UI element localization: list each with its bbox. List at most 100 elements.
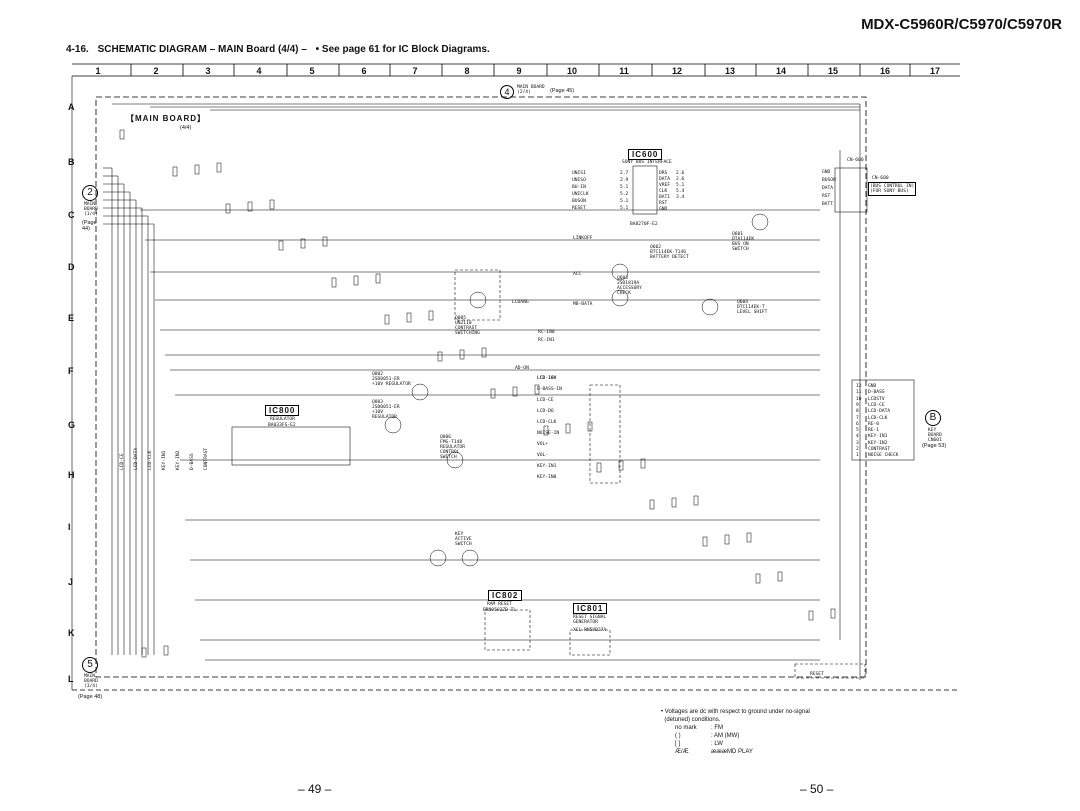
right-ref-label: KEY BOARD CN601 — [928, 428, 942, 443]
legend-mark: no mark — [675, 725, 697, 731]
grid-col-16: 16 — [879, 66, 890, 76]
ic-note: • See page 61 for IC Block Diagrams. — [315, 44, 490, 55]
grid-col-10: 10 — [566, 66, 577, 76]
key-conn-signal: KEY-IN1 — [868, 434, 888, 440]
ic600-rpin-data: DATA — [659, 177, 671, 182]
grid-row-C: C — [68, 210, 75, 220]
left-bus-signal: LCD-CLK — [148, 450, 153, 470]
ref-circle-2: 2 — [82, 185, 98, 201]
voltage-legend: • Voltages are dc with respect to ground… — [661, 708, 881, 756]
left-bus-signal: KEY-IN1 — [162, 450, 167, 470]
net-label: RC-IN0 — [538, 330, 555, 335]
ic800-label: IC800 — [265, 405, 300, 416]
key-conn-signal: D-BASS — [868, 390, 885, 396]
ic600-pin-voltage: 5.1 — [620, 206, 629, 211]
ic600-rpin-bati: BATI — [659, 195, 671, 200]
transistor-label: Q602 BTC114EK-T146 BATTERY DETECT — [650, 245, 689, 260]
grid-col-12: 12 — [671, 66, 682, 76]
legend-meaning: : AM (MW) — [711, 733, 740, 739]
ic600-rpin-voltage: 5.1 — [676, 183, 685, 188]
key-conn-signal: LCD-DATA — [868, 409, 891, 415]
key-conn-signal: NOISE CHECK — [868, 453, 899, 459]
key-conn-pin: 12 — [856, 384, 862, 389]
key-conn-pin: 6 — [856, 421, 859, 427]
ic801-label: IC801 — [573, 603, 608, 614]
key-conn-pin: 5 — [856, 428, 859, 434]
transistor-label: KEY ACTIVE SWITCH — [455, 532, 472, 547]
ic801-part: XCL-RN5VD27A — [573, 628, 607, 633]
key-conn-signal: LCDSTV — [868, 396, 885, 402]
top-ref-label: MAIN BOARD (2/4) — [517, 85, 545, 95]
net-label: AD-ON — [515, 366, 529, 371]
board-title: 【MAIN BOARD】 — [126, 114, 206, 123]
ic801-desc: RESET SIGNAL GENERATOR — [573, 615, 607, 625]
legend-meaning: : LW — [711, 741, 723, 747]
ic802-part: BRN9502ZD-TL — [483, 608, 517, 613]
cn600-line-data: DATA — [822, 186, 834, 191]
signal-label: KEY-IN1 — [537, 464, 557, 469]
key-conn-pin: 11 — [856, 390, 862, 396]
grid-col-6: 6 — [361, 66, 367, 76]
grid-col-11: 11 — [619, 66, 629, 76]
legend-meaning: : FM — [711, 725, 723, 731]
left-bus-signal: D-BASS — [190, 453, 195, 470]
grid-row-H: H — [68, 470, 75, 480]
key-conn-signal: RE-0 — [868, 421, 880, 427]
legend-item: [ ]: LW — [675, 740, 881, 748]
cn600-note-title: CN-600 — [872, 176, 889, 181]
ic600-pin-voltage: 5.1 — [620, 185, 629, 190]
grid-row-F: F — [68, 366, 74, 376]
key-conn-pin: 7 — [856, 415, 859, 421]
key-conn-pin: 1 — [856, 453, 859, 459]
net-label: LINKOFF — [573, 236, 593, 241]
grid-col-15: 15 — [827, 66, 838, 76]
grid-row-D: D — [68, 262, 75, 272]
ic600-rpin-voltage: 5.4 — [676, 189, 685, 194]
grid-col-1: 1 — [95, 66, 101, 76]
cn600-ref: CN-600 — [847, 158, 864, 163]
left-bus-signal: LCD-CE — [120, 453, 125, 470]
grid-row-E: E — [68, 313, 75, 323]
ic600-pin-uniclk: UNICLK — [572, 192, 589, 197]
grid-col-5: 5 — [309, 66, 315, 76]
key-conn-signal: KEY-IN2 — [868, 440, 888, 446]
cn600-note: (BUS CONTROL IN) (FOR SONY BUS) — [868, 182, 917, 196]
ic600-rpin-vref: VREF — [659, 183, 671, 188]
key-conn-pin: 4 — [856, 434, 859, 440]
grid-col-2: 2 — [153, 66, 159, 76]
grid-col-14: 14 — [775, 66, 786, 76]
grid-row-K: K — [68, 628, 75, 638]
cn600-line-gnd: GND — [822, 170, 831, 175]
legend-item: no mark : FM — [675, 724, 881, 732]
ic600-pin-unisi: UNISI — [572, 171, 586, 176]
net-label: LCDANG — [512, 300, 529, 305]
top-ref-page: (Page 45) — [550, 88, 575, 94]
signal-label: NOISE-IN — [537, 431, 560, 436]
grid-row-B: B — [68, 157, 75, 167]
page-number-right: – 50 – — [800, 782, 834, 796]
grid-col-7: 7 — [412, 66, 418, 76]
ic600-rpin-drs: DRS — [659, 171, 668, 176]
transistor-label: Q603 2SD1819A ACCESSORY CHECK — [617, 276, 642, 296]
ic600-rpin-voltage: 2.6 — [676, 177, 685, 182]
ic802-label: IC802 — [488, 590, 523, 601]
cn600-line-buson: BUSON — [822, 178, 836, 183]
ref-circle-b: B — [925, 410, 941, 426]
left-bus-signal: CONTRAST — [204, 447, 209, 470]
key-conn-signal: RE-1 — [868, 428, 880, 434]
ic802-desc: RAM RESET — [487, 602, 512, 607]
key-conn-signal: LCD-CLK — [868, 415, 888, 421]
ic800-desc: REGULATOR — [270, 417, 295, 422]
bottom-ref-page: (Page 48) — [78, 694, 103, 700]
legend-meaning: æææMD PLAY — [711, 749, 753, 755]
net-label: ACC — [573, 272, 582, 277]
ic600-part: BA8270F-E2 — [630, 222, 658, 227]
grid-row-J: J — [68, 577, 74, 587]
signal-label: D-BASS-IN — [537, 387, 562, 392]
grid-col-4: 4 — [256, 66, 262, 76]
ref-circle-4: 4 — [500, 85, 514, 99]
legend-intro: • Voltages are dc with respect to ground… — [661, 709, 810, 723]
ic600-desc: SONY BUS INTERFACE — [622, 160, 672, 165]
cn600-line-rst: RST — [822, 194, 831, 199]
ic600-label: IC600 — [628, 149, 663, 160]
